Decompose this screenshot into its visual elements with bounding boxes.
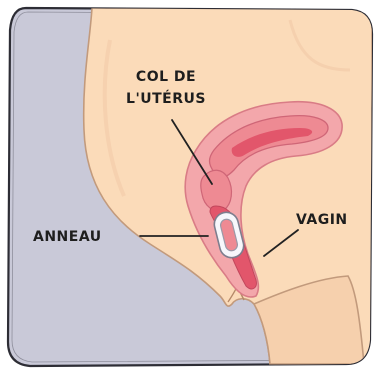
label-vagin: VAGIN <box>296 212 348 228</box>
label-anneau: ANNEAU <box>33 229 102 245</box>
label-col-line1: COL DE <box>136 69 196 85</box>
label-col-line2: L'UTÉRUS <box>126 90 206 107</box>
